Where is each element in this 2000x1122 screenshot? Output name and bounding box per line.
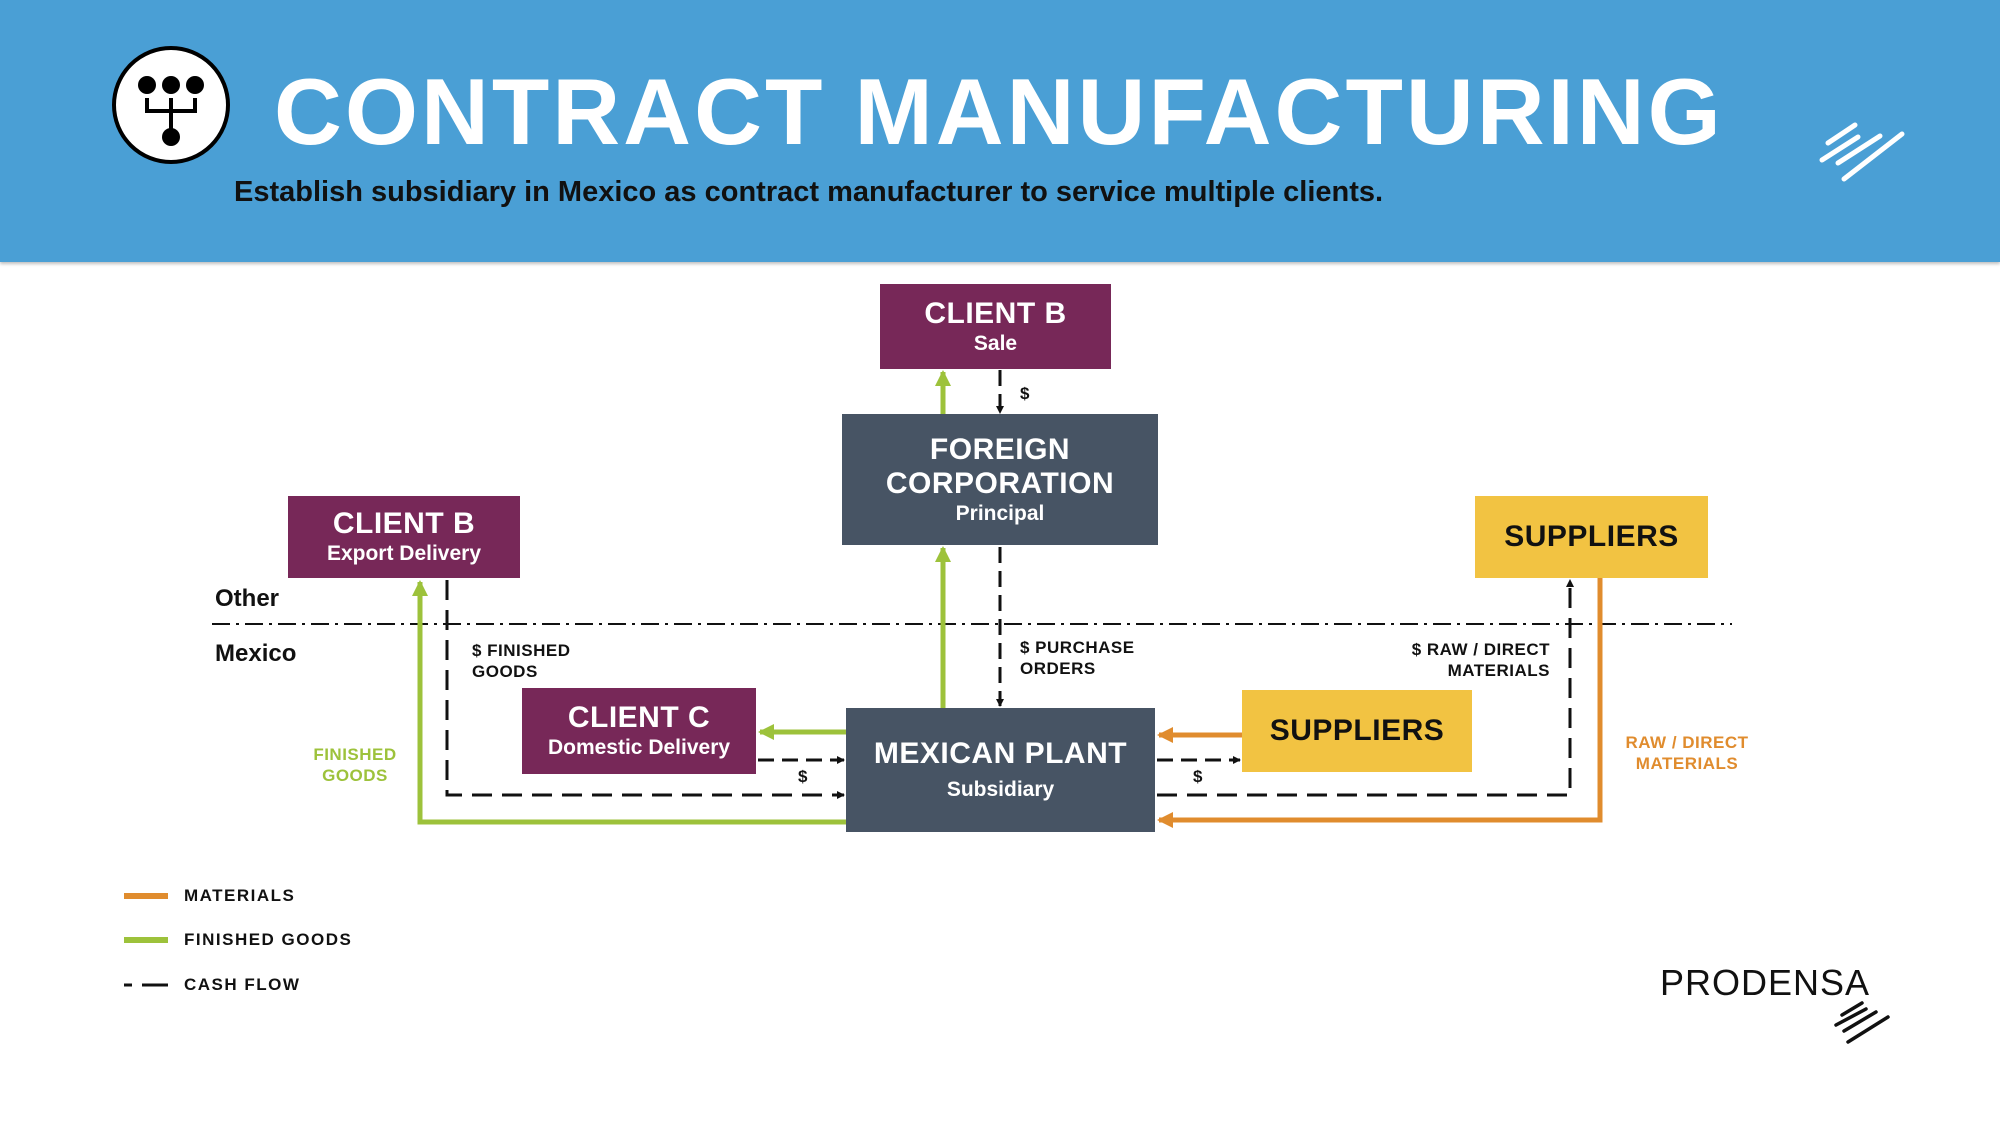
node-suppliers-domestic: SUPPLIERS <box>1242 690 1472 772</box>
label-sale-cash: $ <box>1020 384 1030 403</box>
label-purchase-orders: $ PURCHASE ORDERS <box>1020 637 1135 679</box>
label-line: MATERIALS <box>1635 754 1739 773</box>
node-client-c: CLIENT C Domestic Delivery <box>522 688 756 774</box>
stripes-logo-icon <box>1819 122 1905 182</box>
legend-label: CASH FLOW <box>184 975 301 994</box>
node-title-line2: CORPORATION <box>885 466 1115 500</box>
label-line: RAW / DIRECT <box>1625 733 1749 752</box>
node-client-b-export: CLIENT B Export Delivery <box>288 496 520 578</box>
page-subtitle: Establish subsidiary in Mexico as contra… <box>234 176 1384 208</box>
flow-supplier-foreign-to-plant <box>1157 578 1603 828</box>
label-raw-materials-cash: $ RAW / DIRECT MATERIALS <box>1390 639 1550 681</box>
node-subtitle: Subsidiary <box>946 778 1055 801</box>
node-subtitle: Sale <box>973 331 1018 355</box>
node-client-b-sale: CLIENT B Sale <box>880 284 1111 369</box>
node-foreign-corporation: FOREIGN CORPORATION Principal <box>842 414 1158 545</box>
legend-item-materials: MATERIALS <box>124 886 295 906</box>
node-title: CLIENT B <box>332 507 476 540</box>
legend-swatch-cash-flow <box>124 983 168 987</box>
cash-client-b-export-to-plant <box>445 580 845 799</box>
label-line: FINISHED <box>313 745 397 764</box>
node-suppliers-foreign: SUPPLIERS <box>1475 496 1708 578</box>
region-label-other: Other <box>215 585 280 612</box>
label-line: $ RAW / DIRECT <box>1411 640 1550 659</box>
header-banner: CONTRACT MANUFACTURING Establish subsidi… <box>0 0 2000 262</box>
label-finished-goods-cash: $ FINISHED GOODS <box>472 640 571 682</box>
brand-logo-text: PRODENSA <box>1660 962 1871 1003</box>
org-chart-icon <box>112 46 230 164</box>
label-line: MATERIALS <box>1447 661 1550 680</box>
legend-item-finished-goods: FINISHED GOODS <box>124 930 352 950</box>
label-line: ORDERS <box>1020 659 1096 678</box>
label-supplier-cash: $ <box>1193 767 1203 786</box>
node-title: SUPPLIERS <box>1504 520 1679 553</box>
node-title: CLIENT B <box>924 296 1067 330</box>
label-finished-goods: FINISHED GOODS <box>300 744 410 786</box>
node-title: CLIENT C <box>567 701 711 734</box>
label-line: $ PURCHASE <box>1020 638 1135 657</box>
node-title-line1: FOREIGN <box>929 432 1071 466</box>
node-title: MEXICAN PLANT <box>873 737 1128 770</box>
flow-plant-to-client-b-export <box>412 580 846 825</box>
label-raw-materials: RAW / DIRECT MATERIALS <box>1612 732 1762 774</box>
page-title: CONTRACT MANUFACTURING <box>274 59 1724 164</box>
legend-swatch-finished-goods <box>124 937 168 943</box>
label-line: $ FINISHED <box>472 641 571 660</box>
legend-swatch-materials <box>124 893 168 899</box>
legend-item-cash-flow: CASH FLOW <box>124 975 300 995</box>
cash-plant-to-supplier-foreign <box>1157 579 1574 797</box>
label-client-c-cash: $ <box>798 767 808 786</box>
legend-label: MATERIALS <box>184 886 296 905</box>
node-mexican-plant: MEXICAN PLANT Subsidiary <box>846 708 1155 832</box>
node-title: SUPPLIERS <box>1269 714 1445 747</box>
node-subtitle: Export Delivery <box>326 542 482 565</box>
node-subtitle: Domestic Delivery <box>547 736 731 759</box>
label-line: GOODS <box>472 662 538 681</box>
legend-label: FINISHED GOODS <box>184 930 353 949</box>
region-label-mexico: Mexico <box>215 640 297 667</box>
node-subtitle: Principal <box>955 501 1045 525</box>
brand-stripes-icon <box>1834 1001 1890 1044</box>
label-line: GOODS <box>322 766 388 785</box>
